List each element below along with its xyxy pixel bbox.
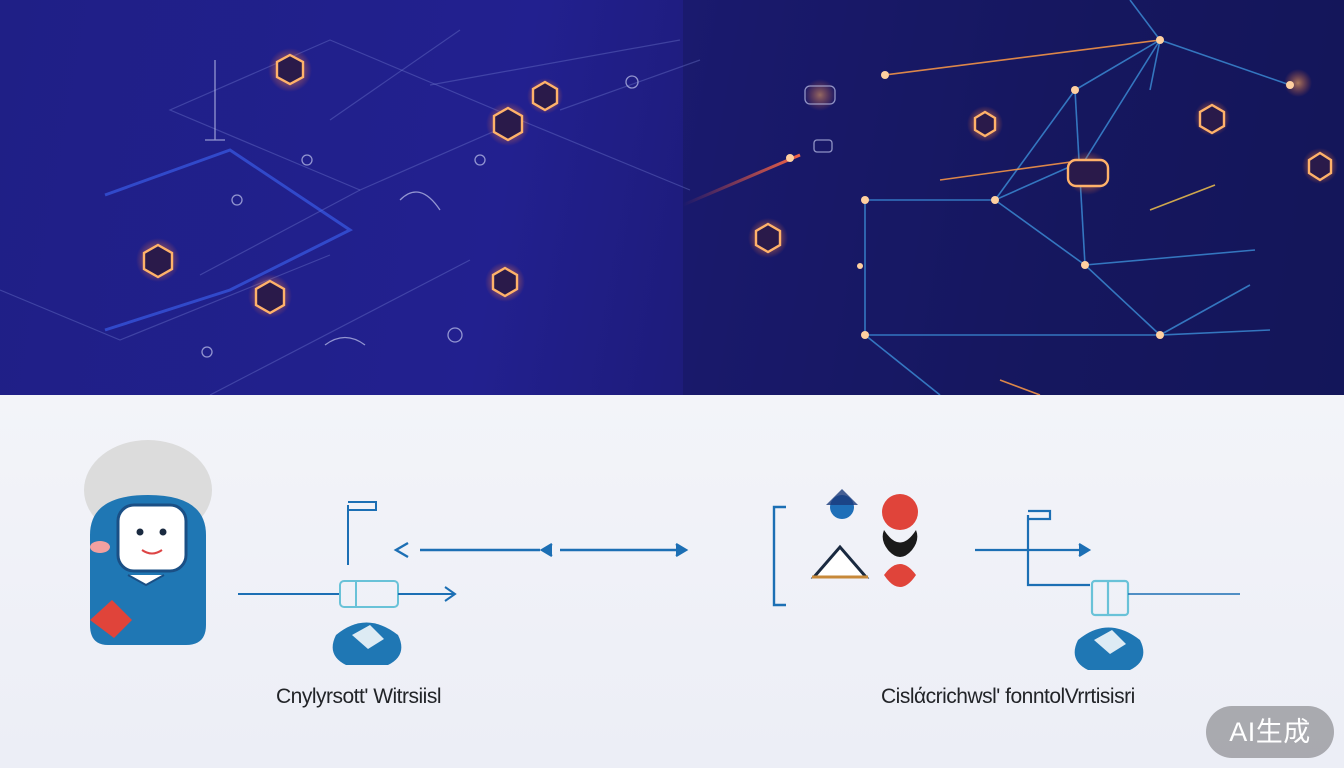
caption-left: Cnylyrsott' Witrsiisl [276, 685, 442, 708]
hero-network-banner [0, 0, 1344, 395]
network-node-icon [142, 53, 1333, 315]
workflow-illustration: Cnylyrsott' Witrsiisl Cislάcrichwsl' fon… [0, 395, 1344, 768]
network-illustration [0, 0, 1344, 395]
connector-icon-right [975, 509, 1240, 617]
workflow-scene [84, 440, 1240, 670]
bracket [772, 505, 786, 607]
scatter-glyphs [201, 60, 836, 358]
blue-rail [104, 148, 353, 332]
arrow-icon [393, 541, 689, 559]
light-beam [682, 153, 801, 207]
warning-triangle-icon [810, 544, 870, 579]
robot-avatar-icon [84, 440, 212, 645]
caption-right: Cislάcrichwsl' fonntolVrrtisisri [881, 685, 1135, 708]
grid-lines-left [0, 29, 701, 395]
connector-icon [238, 501, 457, 608]
ai-generated-badge: AI生成 [1206, 706, 1334, 758]
person-icon [810, 489, 918, 587]
